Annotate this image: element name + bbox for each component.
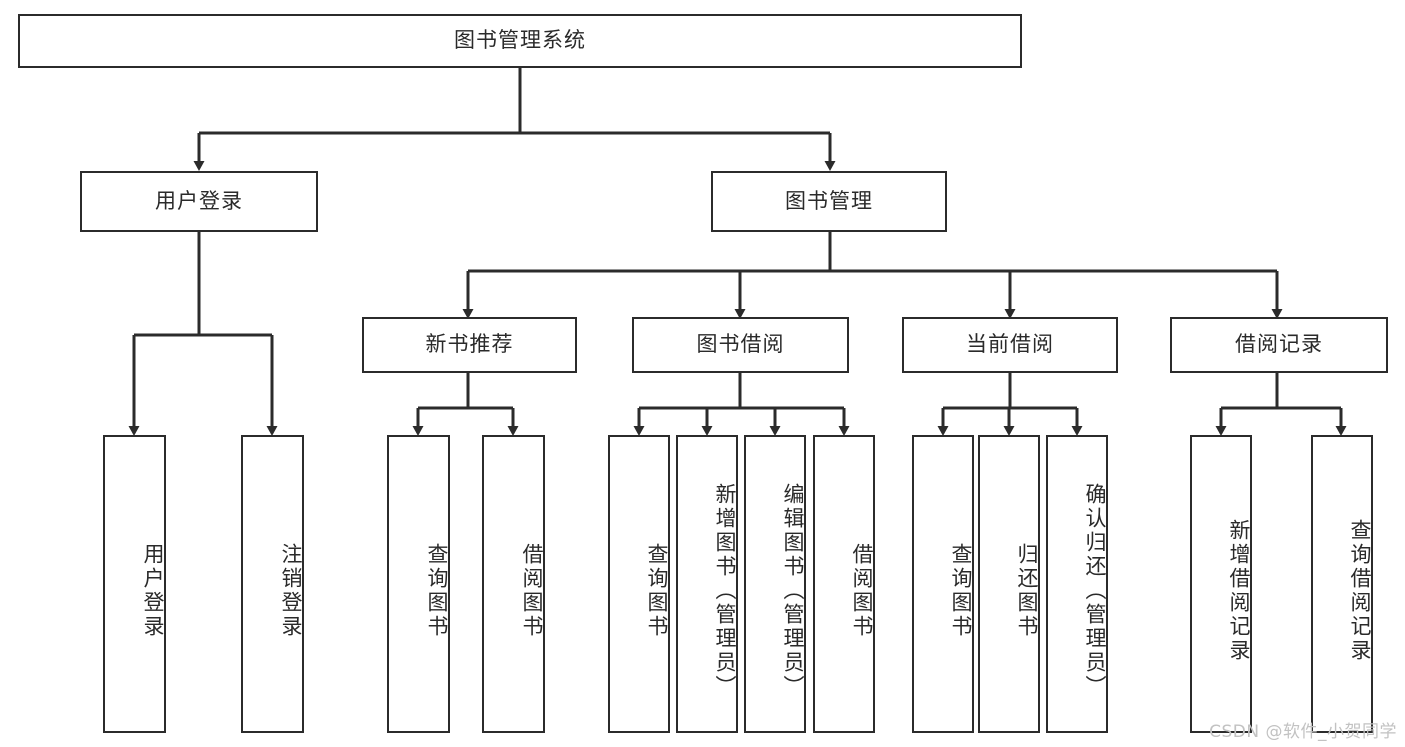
node-label: 查询图书 xyxy=(949,543,973,639)
node-label: 借阅图书 xyxy=(520,543,544,639)
node-book-management[interactable]: 图书管理 xyxy=(711,171,947,232)
leaf-new-book-borrow-book[interactable]: 借阅图书 xyxy=(482,435,545,733)
node-new-book-recommend[interactable]: 新书推荐 xyxy=(362,317,577,373)
node-label: 归还图书 xyxy=(1015,543,1039,639)
leaf-current-borrow-query-book[interactable]: 查询图书 xyxy=(912,435,974,733)
watermark: CSDN @软件_小贺同学 xyxy=(1209,722,1397,742)
leaf-book-borrow-borrow-book[interactable]: 借阅图书 xyxy=(813,435,875,733)
node-label: 用户登录 xyxy=(141,543,165,639)
leaf-borrow-record-add-record[interactable]: 新增借阅记录 xyxy=(1190,435,1252,733)
node-label: 查询图书 xyxy=(645,543,669,639)
leaf-user-login-login[interactable]: 用户登录 xyxy=(103,435,166,733)
leaf-book-borrow-add-book-admin[interactable]: 新增图书（管理员） xyxy=(676,435,738,733)
node-label: 借阅记录 xyxy=(1235,332,1323,357)
leaf-book-borrow-edit-book-admin[interactable]: 编辑图书（管理员） xyxy=(744,435,806,733)
leaf-current-borrow-confirm-return-admin[interactable]: 确认归还（管理员） xyxy=(1046,435,1108,733)
leaf-new-book-query-book[interactable]: 查询图书 xyxy=(387,435,450,733)
node-label: 当前借阅 xyxy=(966,332,1054,357)
node-label: 新增借阅记录 xyxy=(1227,519,1251,663)
node-current-borrow[interactable]: 当前借阅 xyxy=(902,317,1118,373)
node-label: 新书推荐 xyxy=(425,332,514,357)
node-label: 图书管理 xyxy=(785,188,873,213)
node-label: 用户登录 xyxy=(155,188,243,213)
node-book-borrow[interactable]: 图书借阅 xyxy=(632,317,849,373)
node-label: 新增图书（管理员） xyxy=(713,483,737,699)
node-label: 查询图书 xyxy=(425,543,449,639)
node-root-book-management-system[interactable]: 图书管理系统 xyxy=(18,14,1022,68)
node-user-login[interactable]: 用户登录 xyxy=(80,171,318,232)
node-label: 图书管理系统 xyxy=(454,28,586,53)
node-label: 注销登录 xyxy=(279,543,303,639)
node-label: 确认归还（管理员） xyxy=(1083,483,1107,699)
leaf-borrow-record-query-record[interactable]: 查询借阅记录 xyxy=(1311,435,1373,733)
node-borrow-record[interactable]: 借阅记录 xyxy=(1170,317,1388,373)
leaf-book-borrow-query-book[interactable]: 查询图书 xyxy=(608,435,670,733)
leaf-user-login-logout[interactable]: 注销登录 xyxy=(241,435,304,733)
leaf-current-borrow-return-book[interactable]: 归还图书 xyxy=(978,435,1040,733)
node-label: 编辑图书（管理员） xyxy=(781,483,805,699)
node-label: 借阅图书 xyxy=(850,543,874,639)
node-label: 查询借阅记录 xyxy=(1348,519,1372,663)
node-label: 图书借阅 xyxy=(696,332,785,357)
